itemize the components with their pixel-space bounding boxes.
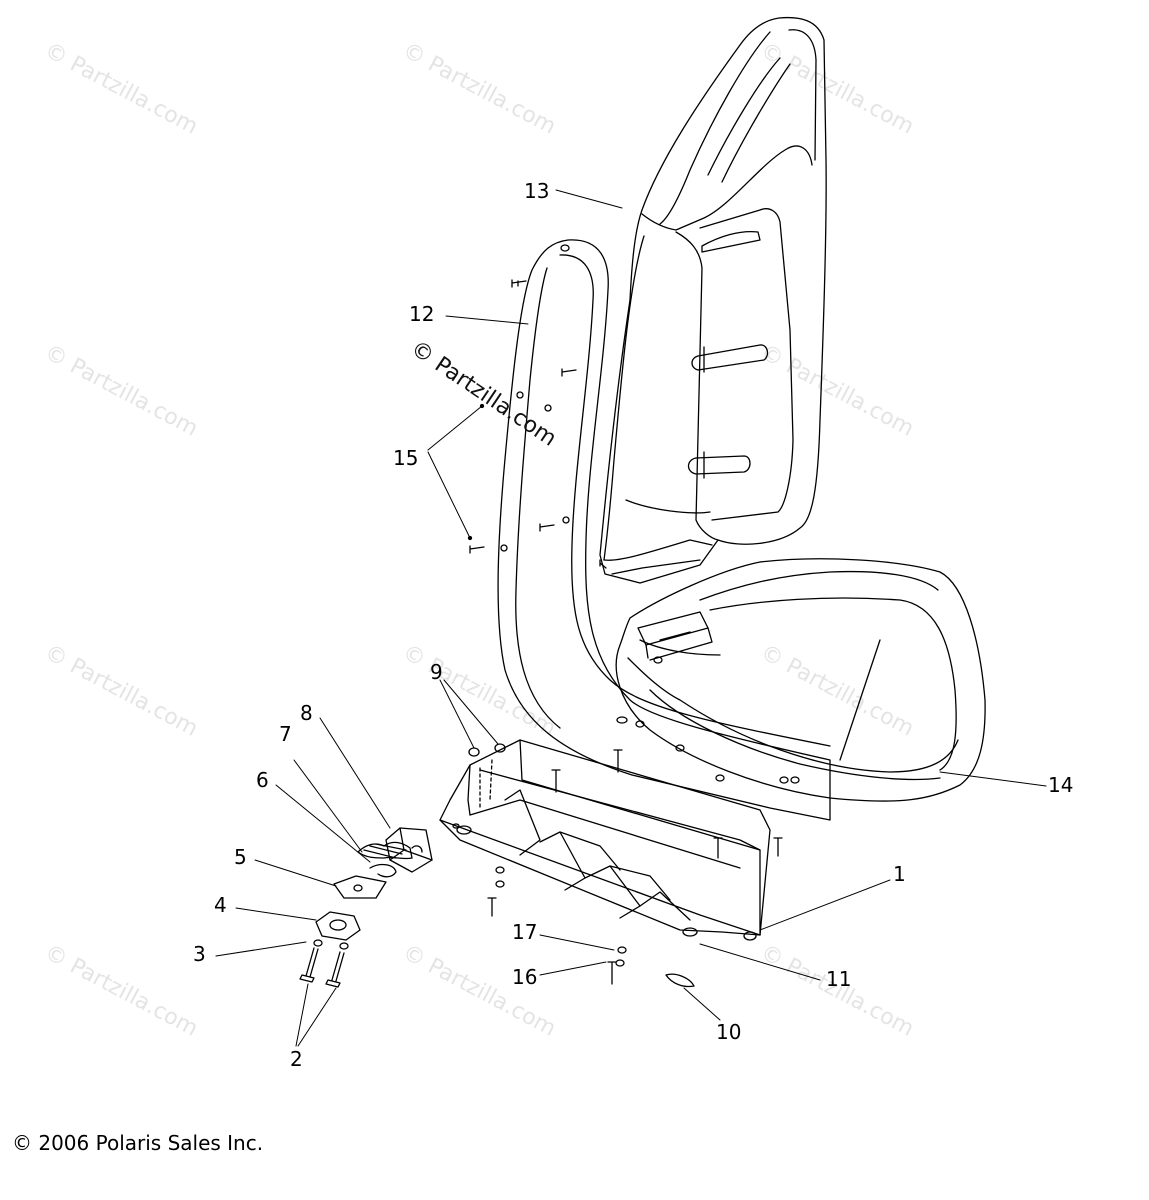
callout-10: 10 [716, 1020, 742, 1044]
callout-3: 3 [193, 942, 206, 966]
plate-5 [333, 875, 387, 899]
leader-lines [215, 189, 1047, 1047]
callout-1: 1 [893, 862, 906, 886]
callout-16: 16 [512, 965, 538, 989]
base-bolts [487, 749, 783, 985]
hook-6 [369, 863, 397, 878]
callout-13: 13 [524, 179, 550, 203]
callout-8: 8 [300, 701, 313, 725]
spring-7 [357, 841, 413, 860]
callout-4: 4 [214, 893, 227, 917]
nuts-9 [468, 743, 506, 811]
copyright-notice: © 2006 Polaris Sales Inc. [12, 1131, 264, 1155]
bracket-4 [315, 911, 361, 941]
seat-base [439, 739, 771, 941]
washers-3 [313, 939, 349, 950]
frame-bolts [469, 279, 607, 569]
seat-bottom-cushion [615, 558, 986, 802]
callout-5: 5 [234, 845, 247, 869]
bolts-2 [299, 947, 345, 988]
callout-6: 6 [256, 768, 269, 792]
callout-12: 12 [409, 302, 435, 326]
latch-handle-8 [385, 827, 433, 873]
callout-11: 11 [826, 967, 852, 991]
callout-9: 9 [430, 660, 443, 684]
leader-endpoints [467, 403, 485, 541]
callout-2: 2 [290, 1047, 303, 1071]
callout-14: 14 [1048, 773, 1074, 797]
callout-17: 17 [512, 920, 538, 944]
callout-15: 15 [393, 446, 419, 470]
callout-7: 7 [279, 722, 292, 746]
pad-10 [665, 973, 695, 988]
seat-frame [497, 239, 831, 821]
seat-back-cushion [599, 16, 827, 584]
